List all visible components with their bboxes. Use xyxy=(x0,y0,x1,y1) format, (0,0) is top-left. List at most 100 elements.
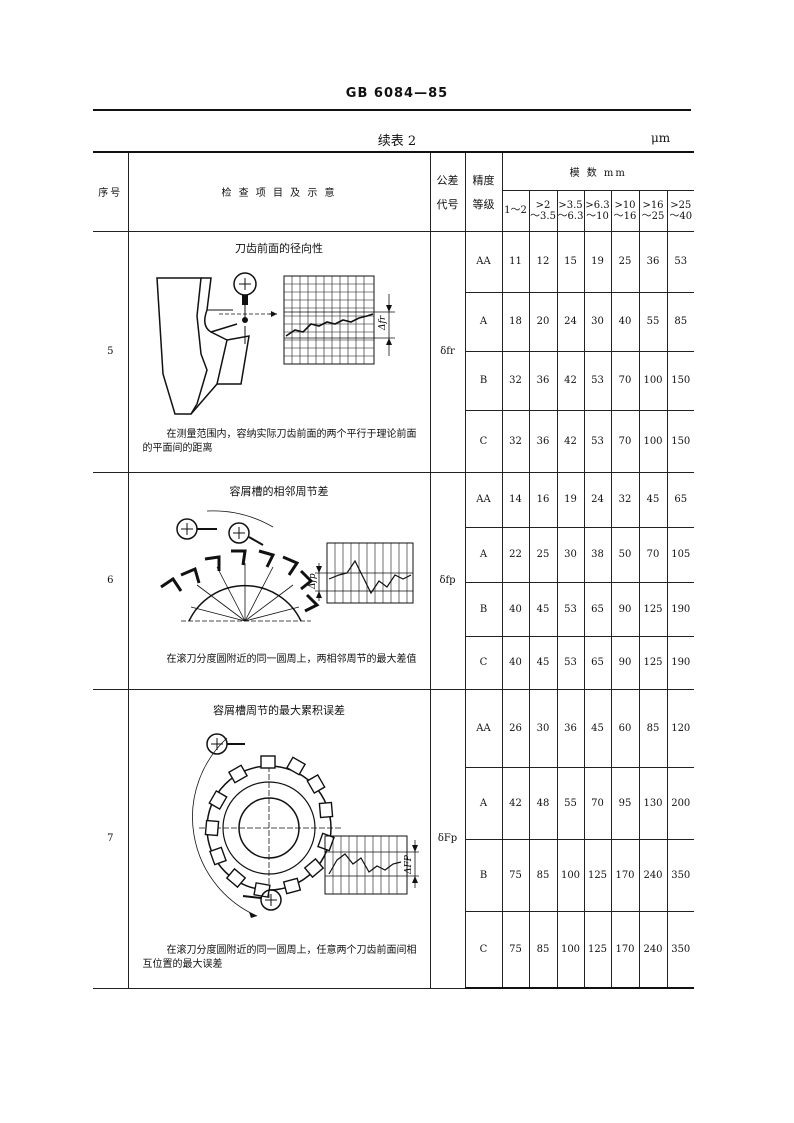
value-cell: 85 xyxy=(638,688,668,768)
row-seq: 5 xyxy=(93,230,129,473)
value-cell: 36 xyxy=(556,688,585,768)
module-range-bottom: ～40 xyxy=(669,210,693,222)
value-cell: 30 xyxy=(583,291,612,352)
value-cell: 30 xyxy=(556,526,585,583)
module-range: >6.3～10 xyxy=(583,189,612,232)
module-range: >3.5～6.3 xyxy=(556,189,585,232)
module-range: >10～16 xyxy=(610,189,640,232)
row-seq: 7 xyxy=(93,688,129,989)
value-cell: 130 xyxy=(638,766,668,840)
diagram-label: Δfr xyxy=(378,315,388,331)
value-cell: 45 xyxy=(528,635,558,690)
value-cell: 190 xyxy=(666,635,694,690)
value-cell: 36 xyxy=(528,409,558,473)
value-cell: 53 xyxy=(556,581,585,637)
header-symbol-line1: 公差 xyxy=(436,173,459,187)
standard-code: GB 6084—85 xyxy=(345,86,449,101)
value-cell: 70 xyxy=(638,526,668,583)
value-cell: 95 xyxy=(610,766,640,840)
value-cell: 25 xyxy=(528,526,558,583)
value-cell: 350 xyxy=(666,838,694,912)
value-cell: 170 xyxy=(610,910,640,989)
grade-cell: A xyxy=(464,291,503,352)
value-cell: 70 xyxy=(610,350,640,411)
item-cell: 容屑槽周节的最大累积误差 xyxy=(127,688,431,989)
value-cell: 38 xyxy=(583,526,612,583)
value-cell: 240 xyxy=(638,910,668,989)
value-cell: 22 xyxy=(501,526,530,583)
module-range: >16～25 xyxy=(638,189,668,232)
header-symbol: 公差 代号 xyxy=(429,151,466,232)
value-cell: 100 xyxy=(556,910,585,989)
value-cell: 60 xyxy=(610,688,640,768)
grade-cell: C xyxy=(464,910,503,989)
value-cell: 53 xyxy=(666,230,694,293)
module-range-bottom: ～10 xyxy=(586,210,609,222)
value-cell: 30 xyxy=(528,688,558,768)
value-cell: 53 xyxy=(583,350,612,411)
value-cell: 32 xyxy=(501,409,530,473)
value-cell: 190 xyxy=(666,581,694,637)
diagram-label: ΔFP xyxy=(404,854,414,875)
value-cell: 40 xyxy=(501,635,530,690)
value-cell: 36 xyxy=(638,230,668,293)
value-cell: 350 xyxy=(666,910,694,989)
table-title: 续表 2 xyxy=(377,134,417,149)
header-grade: 精度 等级 xyxy=(464,151,503,232)
item-description: 在测量范围内，容纳实际刀齿前面的两个平行于理论前面的平面间的距离 xyxy=(142,428,417,454)
module-range-top: >25 xyxy=(670,199,692,211)
module-range-bottom: 1～2 xyxy=(504,205,527,216)
value-cell: 65 xyxy=(583,581,612,637)
value-cell: 100 xyxy=(638,350,668,411)
module-range: >2～3.5 xyxy=(528,189,558,232)
value-cell: 26 xyxy=(501,688,530,768)
adjacent-pitch-diagram: Δfp xyxy=(159,509,413,621)
header-item: 检 查 项 目 及 示 意 xyxy=(127,151,431,232)
value-cell: 125 xyxy=(638,581,668,637)
value-cell: 12 xyxy=(528,230,558,293)
value-cell: 100 xyxy=(556,838,585,912)
cumulative-pitch-diagram: ΔFP xyxy=(191,732,419,918)
value-cell: 19 xyxy=(556,471,585,528)
value-cell: 200 xyxy=(666,766,694,840)
item-description: 在滚刀分度圆附近的同一圆周上，两相邻周节的最大差值 xyxy=(166,653,417,665)
row-symbol: δfp xyxy=(429,471,466,690)
value-cell: 53 xyxy=(556,635,585,690)
module-range: 1～2 xyxy=(501,189,530,232)
row-seq: 6 xyxy=(93,471,129,690)
header-symbol-line2: 代号 xyxy=(436,197,459,211)
module-range-bottom: ～3.5 xyxy=(530,210,556,222)
row-symbol: δFp xyxy=(429,688,466,989)
header-grade-line2: 等级 xyxy=(472,197,495,211)
value-cell: 240 xyxy=(638,838,668,912)
value-cell: 70 xyxy=(610,409,640,473)
value-cell: 15 xyxy=(556,230,585,293)
value-cell: 45 xyxy=(583,688,612,768)
value-cell: 14 xyxy=(501,471,530,528)
value-cell: 36 xyxy=(528,350,558,411)
value-cell: 53 xyxy=(583,409,612,473)
grade-cell: AA xyxy=(464,688,503,768)
grade-cell: B xyxy=(464,838,503,912)
module-range-top: >16 xyxy=(642,199,664,211)
value-cell: 120 xyxy=(666,688,694,768)
item-description: 在滚刀分度圆附近的同一圆周上，任意两个刀齿前面间相互位置的最大误差 xyxy=(142,944,417,970)
value-cell: 42 xyxy=(501,766,530,840)
value-cell: 20 xyxy=(528,291,558,352)
radial-rake-face-diagram: Δfr xyxy=(155,271,395,415)
value-cell: 85 xyxy=(666,291,694,352)
row-symbol: δfr xyxy=(429,230,466,473)
value-cell: 19 xyxy=(583,230,612,293)
item-title: 容屑槽周节的最大累积误差 xyxy=(213,703,345,717)
module-range-bottom: ～16 xyxy=(613,210,637,222)
value-cell: 16 xyxy=(528,471,558,528)
value-cell: 150 xyxy=(666,409,694,473)
grade-cell: B xyxy=(464,350,503,411)
value-cell: 90 xyxy=(610,635,640,690)
value-cell: 85 xyxy=(528,910,558,989)
grade-cell: C xyxy=(464,635,503,690)
value-cell: 50 xyxy=(610,526,640,583)
module-range: >25～40 xyxy=(666,189,694,232)
item-title: 刀齿前面的径向性 xyxy=(235,241,323,255)
value-cell: 45 xyxy=(528,581,558,637)
